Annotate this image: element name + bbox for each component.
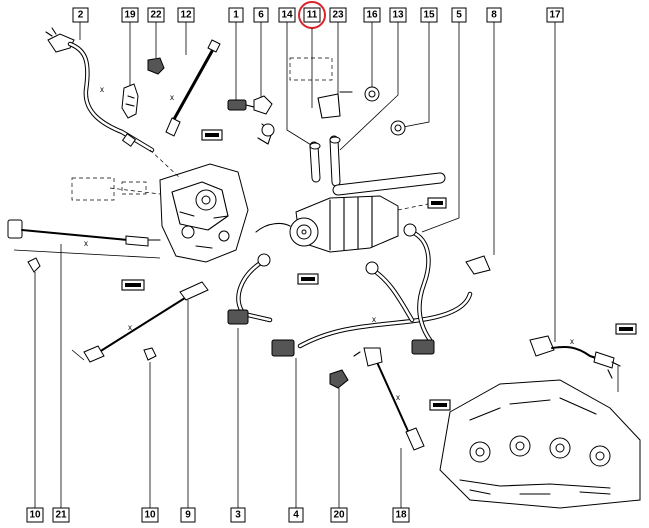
callout-19[interactable]: 19 xyxy=(121,7,139,23)
svg-text:x: x xyxy=(396,393,400,402)
svg-text:4: 4 xyxy=(293,510,299,521)
part-17-sensor[interactable]: x xyxy=(529,335,621,392)
part-5-hose[interactable] xyxy=(365,223,435,355)
callout-17[interactable]: 17 xyxy=(546,7,564,23)
callout-18[interactable]: 18 xyxy=(392,507,410,523)
engine-module xyxy=(71,149,249,263)
svg-text:19: 19 xyxy=(124,10,136,21)
part-2-sensor-cable[interactable]: x xyxy=(45,27,155,153)
svg-text:x: x xyxy=(372,315,376,324)
callout-13[interactable]: 13 xyxy=(389,7,407,23)
part-22-clip[interactable] xyxy=(147,57,165,75)
part-21-sensor-probe[interactable]: x xyxy=(7,219,161,259)
callout-4[interactable]: 4 xyxy=(288,507,304,523)
svg-text:x: x xyxy=(170,93,174,102)
svg-text:20: 20 xyxy=(333,510,345,521)
svg-text:9: 9 xyxy=(185,510,191,521)
svg-text:1: 1 xyxy=(233,10,239,21)
callout-16[interactable]: 16 xyxy=(363,7,381,23)
svg-text:16: 16 xyxy=(366,10,378,21)
svg-text:14: 14 xyxy=(281,10,293,21)
svg-text:10: 10 xyxy=(144,510,156,521)
callout-11[interactable]: 11 xyxy=(298,1,326,29)
part-19-bracket[interactable] xyxy=(121,83,139,119)
svg-text:15: 15 xyxy=(423,10,435,21)
svg-text:12: 12 xyxy=(180,10,192,21)
callout-22[interactable]: 22 xyxy=(147,7,165,23)
part-16-fitting[interactable] xyxy=(339,86,380,102)
callout-15[interactable]: 15 xyxy=(420,7,438,23)
part-4-hose[interactable]: x xyxy=(271,291,473,357)
label-plates xyxy=(121,129,637,411)
svg-text:x: x xyxy=(128,323,132,332)
svg-text:x: x xyxy=(570,337,574,346)
turbo-module xyxy=(255,195,447,253)
svg-text:21: 21 xyxy=(55,510,67,521)
callout-10-left[interactable]: 10 xyxy=(26,507,44,523)
svg-text:11: 11 xyxy=(307,10,318,21)
callout-14[interactable]: 14 xyxy=(278,7,296,23)
svg-text:17: 17 xyxy=(549,10,561,21)
callout-20[interactable]: 20 xyxy=(330,507,348,523)
part-20-connector[interactable] xyxy=(329,369,349,389)
svg-text:5: 5 xyxy=(456,10,462,21)
part-18-sensor[interactable]: x xyxy=(353,347,425,451)
leader-lines xyxy=(34,22,556,508)
part-12-probe[interactable]: x xyxy=(165,39,221,137)
svg-text:22: 22 xyxy=(150,10,162,21)
svg-text:x: x xyxy=(100,85,104,94)
part-6-connector[interactable] xyxy=(253,95,275,145)
part-10-clip-right[interactable] xyxy=(143,347,157,361)
part-11-pipe-set[interactable] xyxy=(289,57,341,187)
part-8-bracket[interactable] xyxy=(465,255,491,275)
callout-21[interactable]: 21 xyxy=(52,507,70,523)
svg-text:13: 13 xyxy=(392,10,404,21)
part-15-pipe[interactable] xyxy=(332,120,446,196)
callout-5[interactable]: 5 xyxy=(451,7,467,23)
svg-text:8: 8 xyxy=(491,10,497,21)
cylinder-head xyxy=(439,379,641,509)
part-3-hose[interactable] xyxy=(227,253,273,325)
svg-text:6: 6 xyxy=(258,10,264,21)
svg-text:10: 10 xyxy=(29,510,41,521)
part-10-clip-left[interactable] xyxy=(27,257,41,273)
callout-8[interactable]: 8 xyxy=(486,7,502,23)
callout-2[interactable]: 2 xyxy=(72,7,89,23)
callout-6[interactable]: 6 xyxy=(253,7,269,23)
part-9-sensor[interactable]: x xyxy=(71,281,209,363)
svg-text:18: 18 xyxy=(395,510,407,521)
callout-3[interactable]: 3 xyxy=(230,507,246,523)
callout-23[interactable]: 23 xyxy=(329,7,347,23)
svg-text:x: x xyxy=(84,239,88,248)
callout-12[interactable]: 12 xyxy=(177,7,195,23)
callout-10-right[interactable]: 10 xyxy=(141,507,159,523)
callout-9[interactable]: 9 xyxy=(180,507,196,523)
svg-text:2: 2 xyxy=(78,10,84,21)
callout-1[interactable]: 1 xyxy=(228,7,244,23)
svg-text:3: 3 xyxy=(235,510,241,521)
svg-text:23: 23 xyxy=(332,10,344,21)
